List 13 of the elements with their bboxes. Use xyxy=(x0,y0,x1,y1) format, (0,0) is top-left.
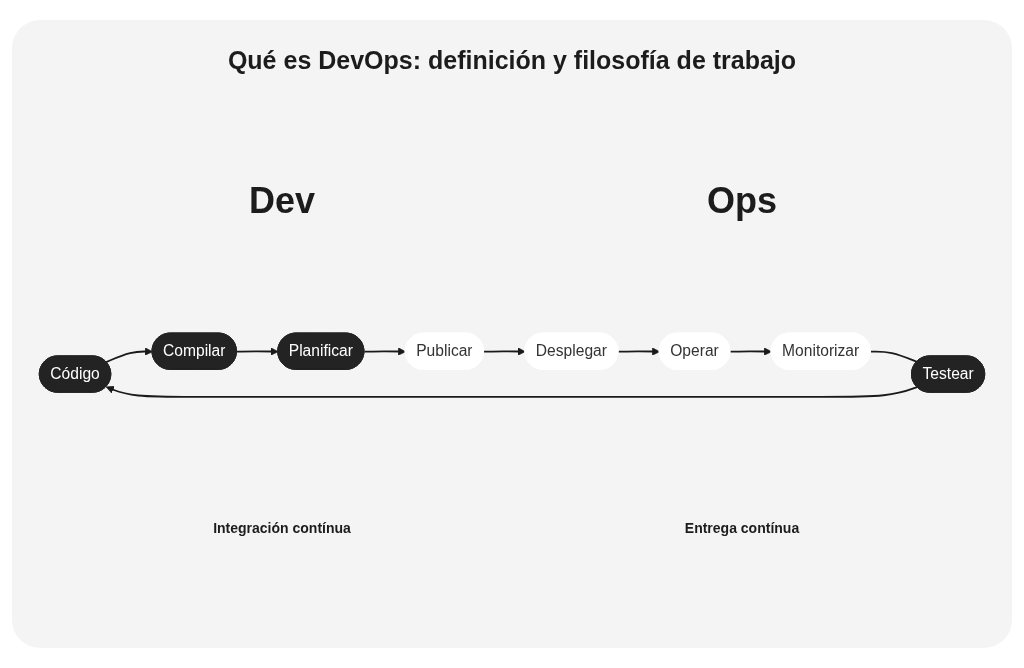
arrow xyxy=(617,347,661,356)
arrow xyxy=(105,385,918,398)
arrow xyxy=(483,347,526,356)
phase-label: Entrega contínua xyxy=(684,520,800,536)
arrow xyxy=(105,347,153,363)
arrow xyxy=(236,347,279,356)
section-heading: Dev xyxy=(249,180,315,222)
section-heading: Ops xyxy=(707,180,777,222)
diagram-title: Qué es DevOps: definición y filosofía de trabajo xyxy=(227,46,797,75)
phase-label: Integración contínua xyxy=(213,520,351,536)
arrow xyxy=(729,347,772,356)
arrow xyxy=(363,347,407,356)
connector xyxy=(869,350,918,363)
